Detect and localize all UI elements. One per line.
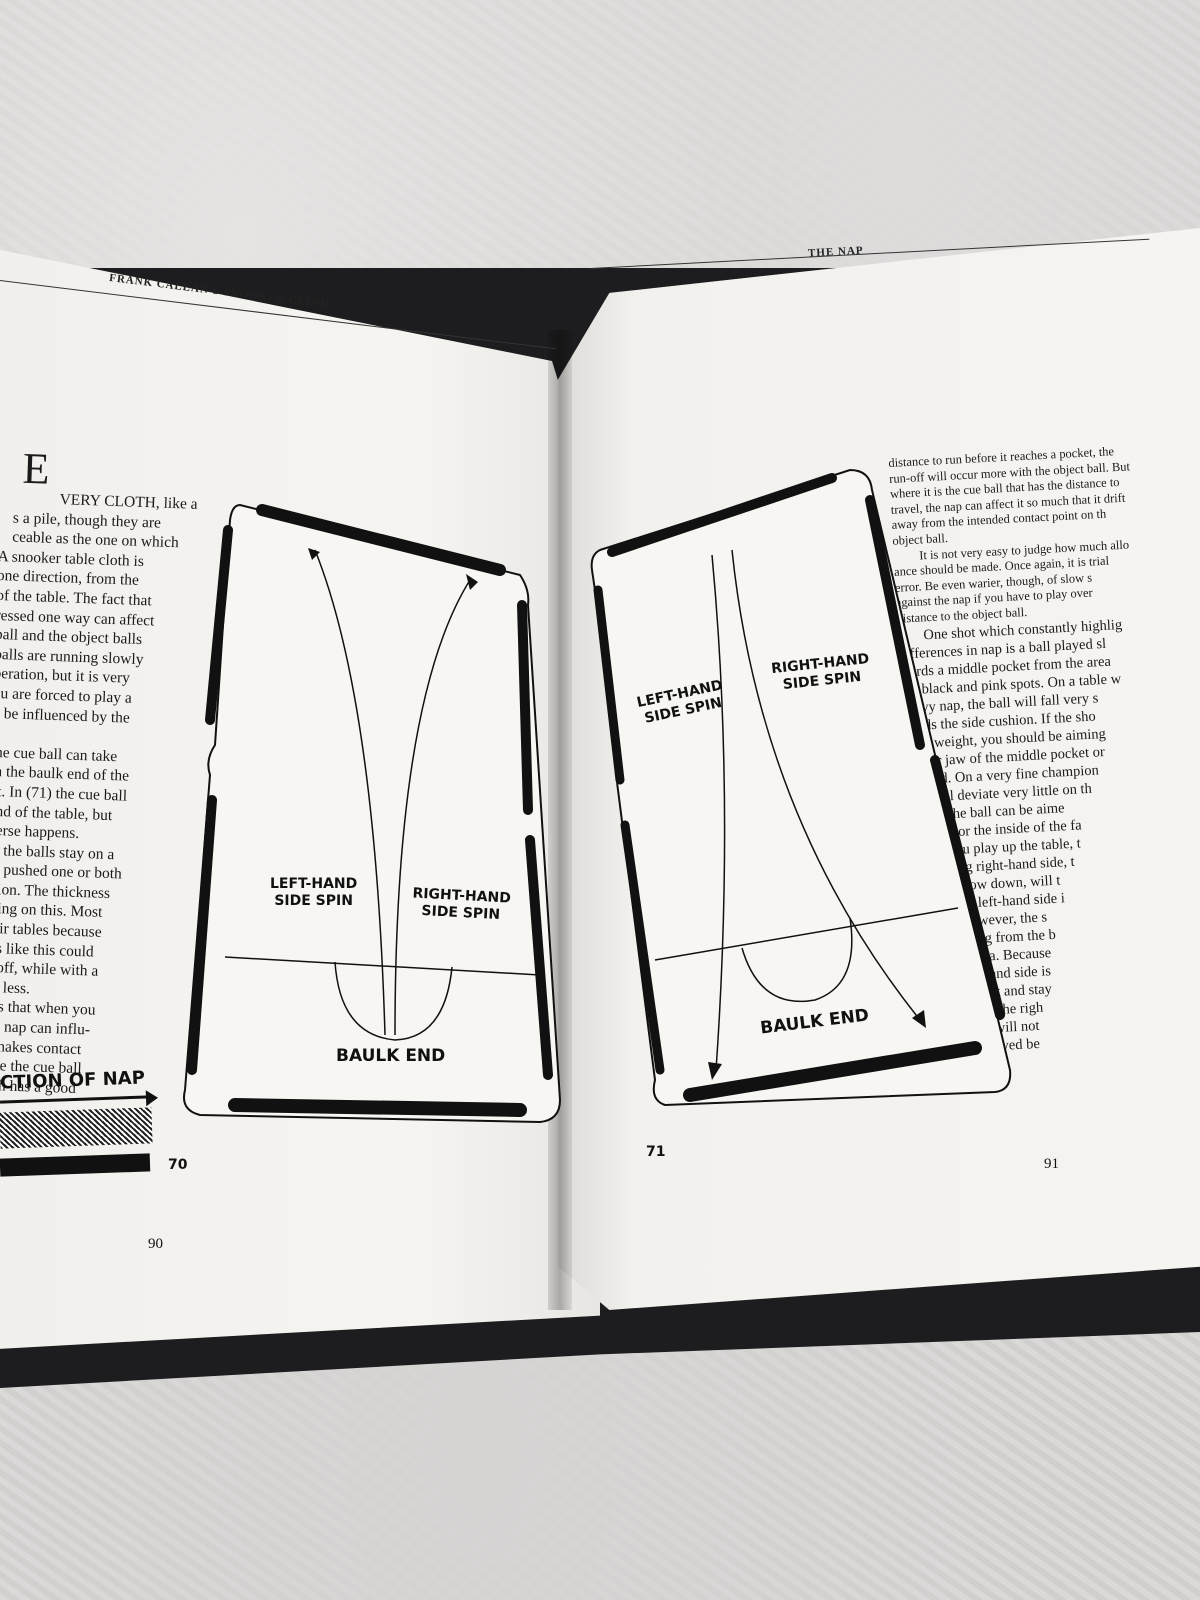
fig70-left-spin-text: LEFT-HAND SIDE SPIN bbox=[270, 876, 358, 909]
nap-hatch-pattern bbox=[0, 1107, 153, 1149]
figure-71-table bbox=[590, 468, 1012, 1107]
left-page-number: 90 bbox=[148, 1236, 163, 1252]
figure-70-table bbox=[183, 503, 562, 1124]
nap-arrow-head-icon bbox=[145, 1089, 159, 1107]
fig70-right-spin-label: RIGHT-HAND SIDE SPIN bbox=[411, 885, 511, 924]
book-gutter bbox=[548, 330, 572, 1310]
fig70-right-spin-text: RIGHT-HAND SIDE SPIN bbox=[412, 885, 512, 924]
right-page-number: 91 bbox=[1044, 1156, 1059, 1172]
fig70-left-spin-label: LEFT-HAND SIDE SPIN bbox=[270, 876, 357, 910]
fig70-baulk-label: BAULK END bbox=[336, 1046, 446, 1066]
figure-71-number: 71 bbox=[646, 1144, 666, 1160]
figure-70-number: 70 bbox=[168, 1157, 188, 1173]
